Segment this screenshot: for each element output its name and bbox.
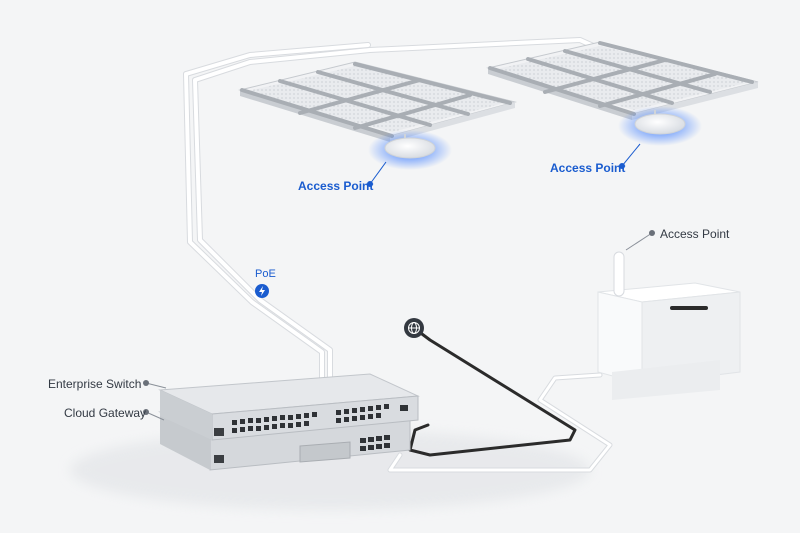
access-point-center-label: Access Point: [550, 161, 626, 175]
cloud-gateway-label: Cloud Gateway: [64, 406, 147, 420]
device-stack: [158, 373, 420, 471]
access-point-outdoor: [597, 251, 741, 400]
access-point-left-label: Access Point: [298, 179, 374, 193]
access-point-center: [618, 106, 702, 146]
ceiling-panel-right: [486, 41, 759, 120]
access-point-left: [368, 130, 452, 170]
access-point-outdoor-label: Access Point: [660, 227, 730, 241]
lightning-bolt-icon: [255, 284, 269, 298]
globe-icon: [404, 318, 424, 338]
outdoor-antenna: [613, 251, 625, 297]
ceiling-panel-left: [238, 61, 517, 142]
poe-label: PoE: [255, 268, 276, 280]
internet-cable: [408, 326, 577, 457]
enterprise-switch-label: Enterprise Switch: [48, 377, 142, 391]
label-pointers: [143, 143, 655, 421]
